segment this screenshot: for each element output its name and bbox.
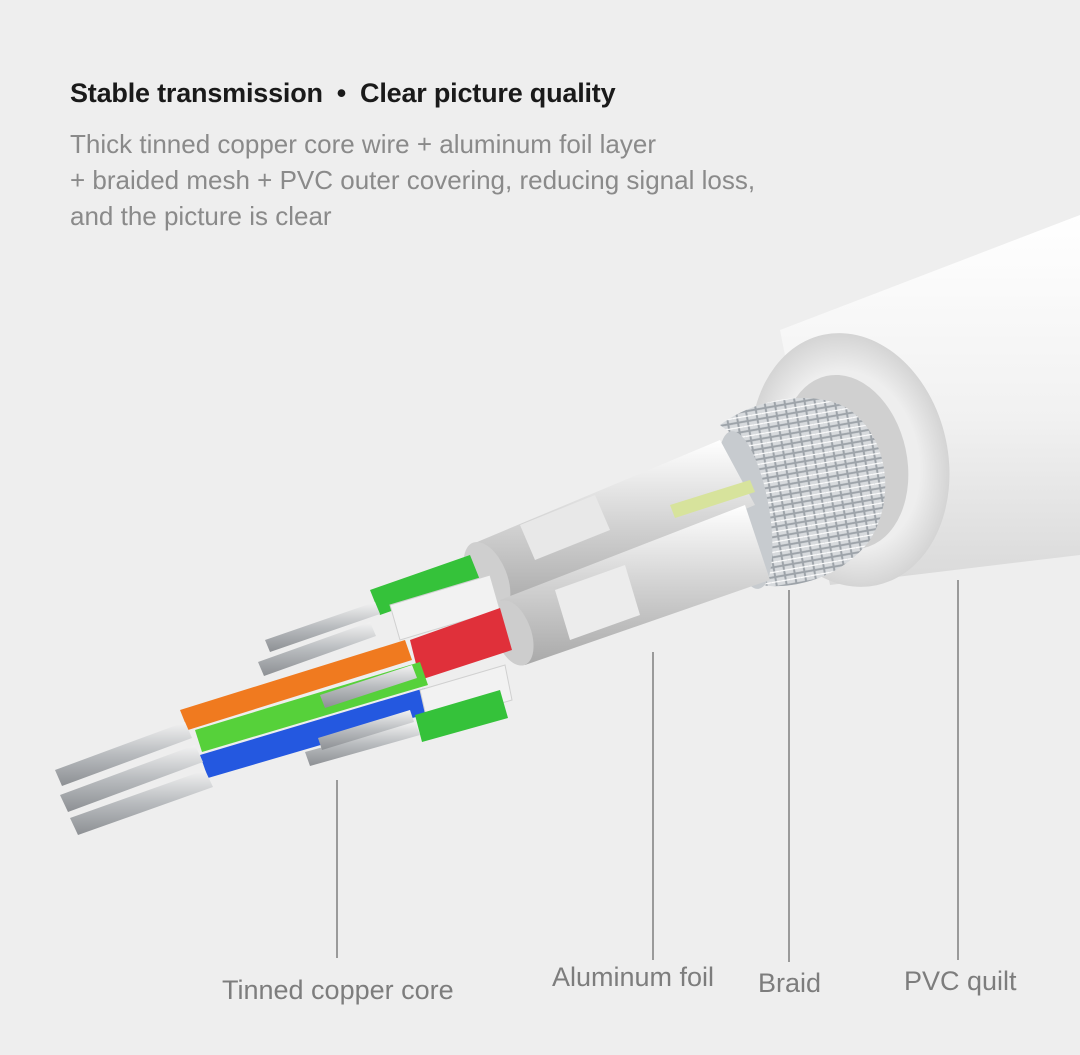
- wire-orange: [180, 640, 412, 730]
- leader-line-pvc: [957, 580, 959, 960]
- label-braid: Braid: [758, 968, 822, 998]
- leader-line-foil: [652, 652, 654, 960]
- description-line-3: and the picture is clear: [70, 201, 332, 231]
- headline: Stable transmission • Clear picture qualit…: [70, 78, 616, 109]
- headline-part1: Stable transmission: [70, 78, 323, 108]
- label-pvc-quilt: PVC quilt: [904, 966, 1017, 996]
- label-aluminum-foil: Aluminum foil: [552, 962, 715, 992]
- leader-line-core: [336, 780, 338, 958]
- wire-green-upper: [370, 555, 480, 615]
- description-line-1: Thick tinned copper core wire + aluminum…: [70, 129, 656, 159]
- description-line-2: + braided mesh + PVC outer covering, red…: [70, 165, 756, 195]
- headline-separator: •: [336, 78, 347, 108]
- headline-part2: Clear picture quality: [360, 78, 616, 108]
- description: Thick tinned copper core wire + aluminum…: [70, 126, 830, 234]
- leader-line-braid: [788, 590, 790, 962]
- copper-strands: [55, 602, 420, 835]
- wire-green-lower: [415, 690, 508, 742]
- wire-blue: [200, 688, 433, 778]
- label-tinned-copper-core: Tinned copper core: [222, 975, 454, 1005]
- wire-red: [410, 608, 512, 680]
